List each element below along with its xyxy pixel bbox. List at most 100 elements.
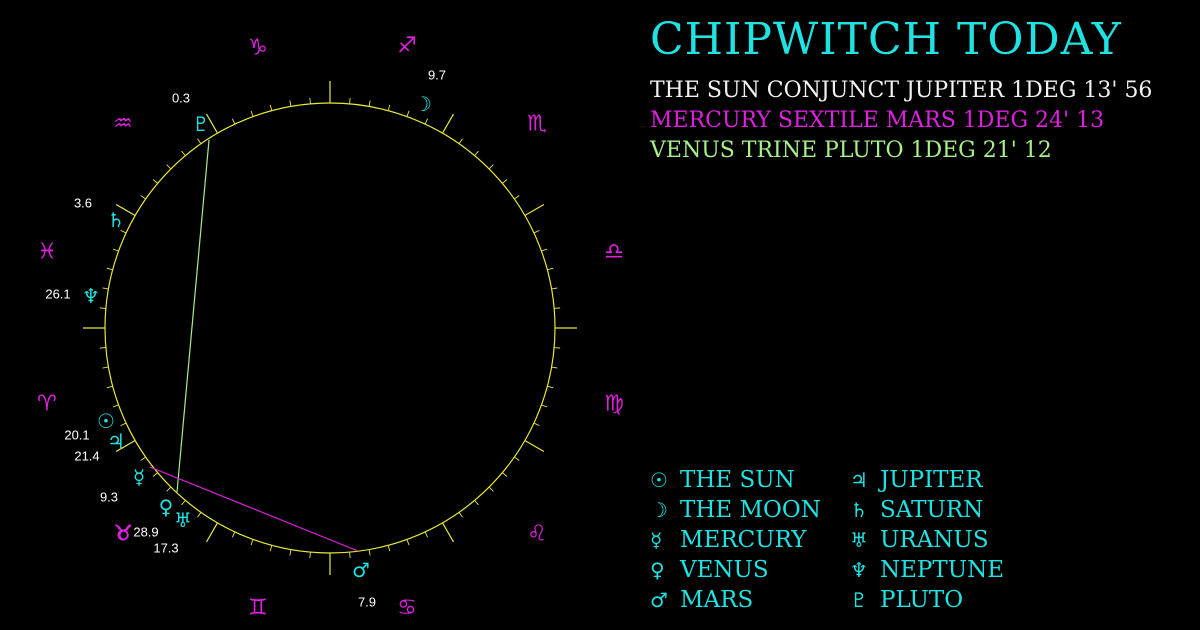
legend-item-mercury: ☿ MERCURY	[650, 527, 806, 553]
minor-tick	[547, 267, 554, 271]
virgo-sign-icon: ♍	[604, 392, 624, 417]
minor-tick	[102, 287, 109, 290]
page-title: CHIPWITCH TODAY	[650, 14, 1122, 65]
minor-tick	[458, 512, 463, 518]
leo-sign-icon: ♌	[527, 522, 547, 547]
minor-tick	[152, 179, 158, 184]
minor-tick	[533, 422, 540, 427]
minor-tick	[474, 150, 479, 156]
minor-tick	[458, 138, 463, 144]
mars-icon: ♂	[352, 558, 370, 582]
jupiter-icon: ♃	[850, 468, 868, 492]
mercury-icon: ☿	[650, 528, 663, 552]
minor-tick	[106, 267, 113, 271]
major-tick	[115, 439, 136, 453]
pluto-icon: ♇	[850, 588, 868, 612]
minor-tick	[112, 248, 119, 252]
taurus-marker-degree-label: 28.9	[133, 525, 158, 540]
mars-icon: ♂	[650, 588, 668, 612]
major-tick	[205, 522, 219, 543]
planet-glyphs: ☽♇♄♆☉♃☿♀♅♂♉	[82, 92, 432, 582]
mercury-icon: ☿	[133, 465, 145, 489]
legend-item-uranus: ♅ URANUS	[850, 527, 989, 553]
mars-degree-label: 7.9	[358, 595, 376, 610]
venus-icon: ♀	[650, 558, 665, 582]
minor-tick	[551, 366, 558, 369]
minor-tick	[250, 110, 254, 117]
minor-tick	[250, 539, 254, 546]
minor-tick	[349, 552, 351, 559]
uranus-icon: ♅	[174, 508, 192, 532]
saturn-icon: ♄	[850, 498, 868, 522]
major-tick	[115, 203, 136, 217]
legend-item-venus: ♀ VENUS	[650, 557, 769, 583]
minor-tick	[289, 549, 292, 556]
legend-item-saturn: ♄ SATURN	[850, 497, 983, 523]
legend-item-jupiter: ♃JUPITER	[850, 467, 983, 493]
minor-tick	[349, 97, 351, 104]
taurus-marker-icon: ♉	[115, 521, 133, 545]
scorpio-sign-icon: ♏	[527, 112, 547, 137]
moon-degree-label: 9.7	[428, 68, 446, 83]
sun-icon: ☉	[97, 409, 115, 433]
uranus-icon: ♅	[850, 528, 868, 552]
minor-tick	[166, 164, 172, 170]
sun-icon: ☉	[650, 468, 668, 492]
sun-degree-label: 20.1	[64, 428, 89, 443]
minor-tick	[551, 287, 558, 290]
taurus-sign-icon: ♉	[113, 522, 133, 547]
moon-icon: ☽	[414, 92, 432, 116]
minor-tick	[181, 150, 186, 156]
degree-ticks	[83, 81, 577, 575]
legend-label: URANUS	[880, 527, 989, 553]
minor-tick	[181, 500, 186, 506]
minor-tick	[166, 486, 172, 492]
trine-aspect-line	[176, 139, 210, 493]
venus-icon: ♀	[159, 495, 174, 519]
minor-tick	[368, 549, 371, 556]
jupiter-icon: ♃	[107, 429, 125, 453]
legend-label: NEPTUNE	[880, 557, 1005, 583]
major-tick	[441, 522, 455, 543]
minor-tick	[406, 110, 410, 117]
minor-tick	[554, 347, 561, 349]
minor-tick	[502, 472, 508, 477]
legend-item-moon: ☽THE MOON	[650, 497, 821, 523]
minor-tick	[368, 100, 371, 107]
minor-tick	[424, 118, 429, 125]
minor-tick	[102, 366, 109, 369]
legend-item-pluto: ♇PLUTO	[850, 587, 963, 613]
minor-tick	[514, 456, 520, 461]
legend-item-neptune: ♆NEPTUNE	[850, 557, 1004, 583]
uranus-degree-label: 17.3	[153, 541, 178, 556]
minor-tick	[231, 118, 236, 125]
major-tick	[524, 203, 545, 217]
aries-sign-icon: ♈	[37, 392, 57, 417]
saturn-degree-label: 3.6	[74, 196, 92, 211]
minor-tick	[197, 138, 202, 144]
minor-tick	[406, 539, 410, 546]
minor-tick	[120, 229, 127, 234]
moon-icon: ☽	[650, 498, 668, 522]
minor-tick	[197, 512, 202, 518]
minor-tick	[140, 195, 146, 200]
minor-tick	[152, 472, 158, 477]
aspect-line-3: VENUS TRINE PLUTO 1DEG 21' 12	[650, 138, 1052, 163]
neptune-degree-label: 26.1	[45, 287, 70, 302]
legend-label: THE SUN	[680, 467, 795, 493]
minor-tick	[99, 307, 106, 309]
legend-item-sun: ☉ THE SUN	[650, 467, 795, 493]
minor-tick	[547, 385, 554, 389]
jupiter-degree-label: 21.4	[74, 449, 99, 464]
saturn-icon: ♄	[107, 208, 125, 232]
legend-label: SATURN	[880, 497, 984, 523]
legend-item-mars: ♂MARS	[650, 587, 753, 613]
legend-label: MERCURY	[680, 527, 807, 553]
minor-tick	[554, 307, 561, 309]
cancer-sign-icon: ♋	[397, 596, 417, 621]
minor-tick	[541, 248, 548, 252]
capricorn-sign-icon: ♑	[248, 36, 268, 61]
minor-tick	[387, 545, 391, 552]
pisces-sign-icon: ♓	[37, 240, 57, 265]
legend-label: VENUS	[680, 557, 769, 583]
